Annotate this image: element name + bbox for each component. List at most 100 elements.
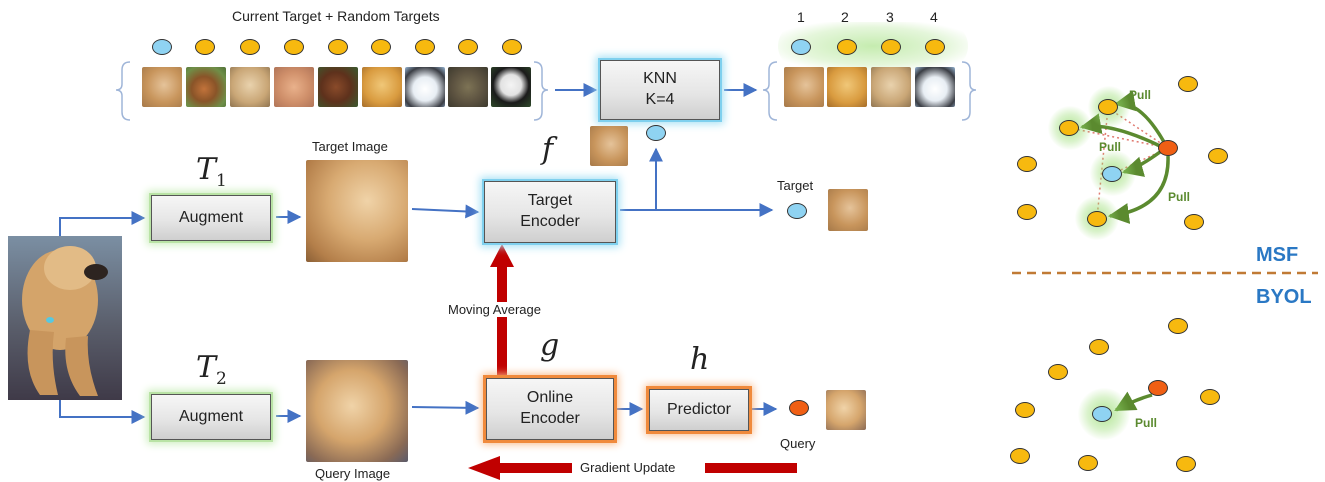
- byol-point: [1015, 402, 1035, 418]
- target-function-f: f: [542, 132, 554, 167]
- predictor-label: Predictor: [666, 400, 732, 418]
- dog-photo: [827, 67, 867, 107]
- augment-box-bottom: Augment: [151, 394, 271, 440]
- husky-photo: [405, 67, 445, 107]
- pull-label: Pull: [1129, 88, 1152, 102]
- memory-bank-title: Current Target + Random Targets: [232, 8, 440, 24]
- moving-average-label: Moving Average: [448, 302, 541, 317]
- msf-point: [1017, 204, 1037, 220]
- pull-label: Pull: [1135, 416, 1158, 430]
- neighbor-dot: [881, 39, 901, 55]
- msf-point: [1208, 148, 1228, 164]
- predictor-function-h: h: [690, 342, 710, 377]
- gradient-update-head: [468, 456, 500, 480]
- arrow-target-image-to-encoder: [411, 204, 480, 219]
- byol-target-point: [1092, 406, 1112, 422]
- target-label: Target: [777, 178, 814, 193]
- online-encoder-label: Online: [526, 389, 574, 407]
- target-output-photo: [828, 189, 868, 231]
- transform-t2: T2: [196, 350, 227, 389]
- msf-pull-arrow: [1107, 155, 1170, 224]
- byol-point: [1078, 455, 1098, 471]
- dog-photo: [784, 67, 824, 107]
- moving-average-shaft: [497, 266, 507, 392]
- target-embedding-photo: [590, 126, 628, 166]
- candidate-bracket-left: [115, 61, 131, 121]
- target-image-label: Target Image: [312, 139, 388, 154]
- neighbor-bracket-right: [961, 61, 977, 121]
- augment-box-top: Augment: [151, 195, 271, 241]
- msf-target-point: [1102, 166, 1122, 182]
- msf-dotted-link: [1069, 127, 1169, 149]
- neighbor-bracket-left: [762, 61, 778, 121]
- msf-point: [1017, 156, 1037, 172]
- online-function-g: g: [540, 328, 560, 363]
- query-image: [306, 360, 408, 462]
- byol-point: [1176, 456, 1196, 472]
- random-target-dot: [502, 39, 522, 55]
- online-encoder-box: Online Encoder: [486, 378, 614, 440]
- byol-point: [1089, 339, 1109, 355]
- arrow-query-image-to-encoder: [411, 400, 480, 415]
- squirrel-photo: [186, 67, 226, 107]
- byol-point: [1168, 318, 1188, 334]
- gradient-update-bar-right: [705, 463, 797, 473]
- neighbor-dot: [925, 39, 945, 55]
- query-dot: [789, 400, 809, 416]
- moving-average-head: [490, 244, 514, 267]
- msf-query-point: [1158, 140, 1178, 156]
- dog-photo: [230, 67, 270, 107]
- byol-point: [1010, 448, 1030, 464]
- knn-label: KNN: [643, 70, 677, 88]
- candidate-bracket-right: [533, 61, 549, 121]
- augment-label: Augment: [178, 407, 244, 425]
- predictor-box: Predictor: [649, 389, 749, 431]
- knn-box: KNN K=4: [600, 60, 720, 120]
- msf-point: [1178, 76, 1198, 92]
- byol-point: [1048, 364, 1068, 380]
- query-output-photo: [826, 390, 866, 430]
- target-encoder-label: Target: [527, 192, 573, 210]
- neighbor-index: 4: [930, 9, 938, 25]
- random-target-dot: [458, 39, 478, 55]
- pull-label: Pull: [1099, 140, 1122, 154]
- husky-photo: [915, 67, 955, 107]
- pull-label: Pull: [1168, 190, 1191, 204]
- target-encoder-box: Target Encoder: [484, 181, 616, 243]
- knn-k-label: K=4: [645, 91, 675, 108]
- random-target-dot: [415, 39, 435, 55]
- dog-photo: [362, 67, 402, 107]
- byol-point: [1200, 389, 1220, 405]
- random-target-dot: [240, 39, 260, 55]
- byol-title: BYOL: [1256, 286, 1312, 308]
- neighbor-dot: [837, 39, 857, 55]
- augment-label: Augment: [178, 208, 244, 226]
- msf-neighbor-point: [1087, 211, 1107, 227]
- neighbor-index: 1: [797, 9, 805, 25]
- panda-photo: [491, 67, 531, 107]
- msf-title: MSF: [1256, 244, 1299, 266]
- byol-query-point: [1148, 380, 1168, 396]
- msf-point: [1184, 214, 1204, 230]
- horse-photo: [318, 67, 358, 107]
- random-target-dot: [284, 39, 304, 55]
- input-photo: [8, 236, 122, 400]
- neighbor-index: 3: [886, 9, 894, 25]
- current-target-dot: [152, 39, 172, 55]
- random-target-dot: [328, 39, 348, 55]
- target-image: [306, 160, 408, 262]
- arrow-input-to-augment-bottom: [59, 400, 146, 424]
- target-dot: [787, 203, 807, 219]
- target-embedding-dot: [646, 125, 666, 141]
- transform-t1: T1: [196, 152, 227, 191]
- arrow-input-to-augment-top: [59, 211, 146, 236]
- msf-neighbor-point: [1059, 120, 1079, 136]
- msf-neighbor-point: [1098, 99, 1118, 115]
- gradient-update-label: Gradient Update: [580, 460, 676, 475]
- dog-photo: [871, 67, 911, 107]
- query-image-label: Query Image: [315, 466, 391, 481]
- query-label: Query: [780, 436, 816, 451]
- random-target-dot: [371, 39, 391, 55]
- neighbor-index: 2: [841, 9, 849, 25]
